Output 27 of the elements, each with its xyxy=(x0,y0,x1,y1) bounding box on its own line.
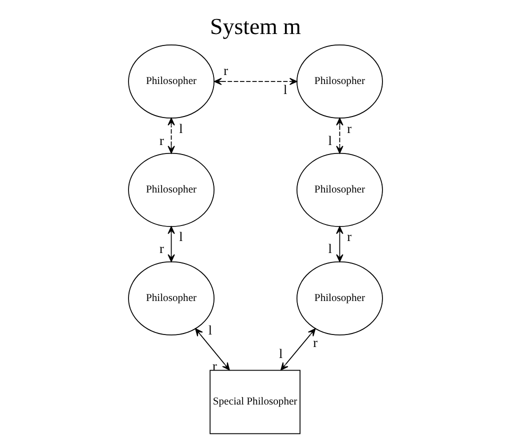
node-label: r xyxy=(158,132,164,148)
arrow xyxy=(336,118,343,154)
node-label: l xyxy=(278,346,282,362)
node-ellipse: Philosopher xyxy=(128,152,214,227)
node-label: r xyxy=(223,62,228,78)
node-label: l xyxy=(328,241,332,256)
node-box: Special Philosopher xyxy=(209,370,300,434)
node-label: r xyxy=(346,120,352,136)
node-label: r xyxy=(158,241,164,256)
node-label: l xyxy=(328,132,332,148)
node-ellipse: Philosopher xyxy=(296,261,382,336)
node-label: r xyxy=(346,229,352,244)
arrow xyxy=(280,328,316,370)
arrow xyxy=(213,78,297,86)
node-ellipse: Philosopher xyxy=(128,44,214,118)
node-label: l xyxy=(208,322,212,338)
node-label: l xyxy=(178,229,182,244)
node-ellipse: Philosopher xyxy=(296,152,382,227)
arrow xyxy=(194,328,230,370)
arrow xyxy=(167,226,174,262)
arrow xyxy=(167,118,174,154)
node-label: l xyxy=(178,120,182,136)
node-ellipse: Philosopher xyxy=(296,44,382,118)
diagram-title: System m xyxy=(210,14,300,40)
node-label: l xyxy=(283,82,287,98)
node-label: r xyxy=(312,334,317,350)
arrow xyxy=(336,226,343,262)
